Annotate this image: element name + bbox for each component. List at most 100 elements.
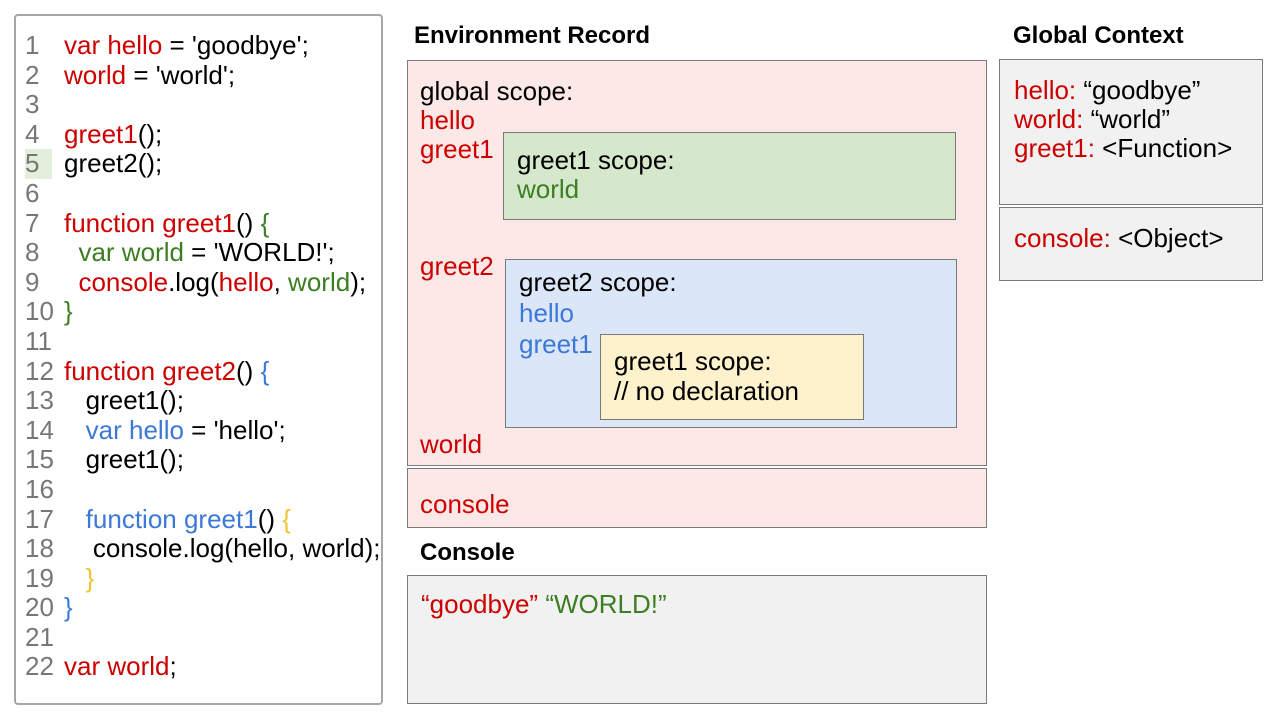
global-context-binding-line: world: “world” <box>1014 105 1232 134</box>
binding-value: <Object> <box>1110 223 1224 253</box>
code-segment: = 'goodbye'; <box>162 30 309 60</box>
global-console-row-box: console <box>407 468 987 528</box>
code-segment: “goodbye” <box>421 589 539 619</box>
code-segment: { <box>282 503 291 534</box>
line-number: 8 <box>25 237 40 268</box>
binding-name: world: <box>1014 104 1084 134</box>
binding-name: hello: <box>1014 75 1077 105</box>
code-segment <box>64 504 86 534</box>
code-segment: (); <box>137 118 163 149</box>
line-number: 11 <box>25 325 52 356</box>
line-number: 10 <box>25 296 54 327</box>
code-line: 9 console.log(hello, world); <box>16 266 381 298</box>
code-line: 3 <box>16 90 381 120</box>
code-lines: 1 var hello = 'goodbye'; 2 world = 'world';… <box>16 30 381 682</box>
code-line: 19 } <box>16 562 381 594</box>
code-line: 21 <box>16 622 381 653</box>
line-number-highlighted: 5 <box>25 149 52 179</box>
code-line: 10} <box>16 297 381 327</box>
line-number: 4 <box>25 118 40 149</box>
code-line: 4 greet1(); <box>16 118 381 150</box>
line-number: 22 <box>25 651 54 682</box>
code-segment: () <box>236 355 261 386</box>
code-segment: { <box>260 207 270 238</box>
code-segment: world <box>64 59 127 90</box>
code-segment <box>64 563 86 593</box>
code-line: 12 function greet2() { <box>16 355 381 387</box>
code-line: 22 var world; <box>16 652 381 682</box>
code-segment: { <box>260 355 270 386</box>
inner-greet1-scope-box: greet1 scope: // no declaration <box>600 334 864 420</box>
line-number: 1 <box>25 30 40 60</box>
global-context-console-binding: console: <Object> <box>1014 224 1224 253</box>
line-number: 15 <box>25 444 54 475</box>
global-scope-top-lines: global scope: hello greet1 <box>420 77 573 164</box>
code-line: 8 var world = 'WORLD!'; <box>16 237 381 268</box>
code-editor-panel: 1 var hello = 'goodbye'; 2 world = 'world';… <box>14 14 383 705</box>
greet1-scope-var-world: world <box>517 174 580 204</box>
environment-record-title: Environment Record <box>414 22 651 49</box>
greet1-scope-box: greet1 scope: world <box>503 132 956 220</box>
console-output-line: “goodbye” “WORLD!” <box>421 590 667 619</box>
global-context-binding-line: greet1: <Function> <box>1014 134 1232 163</box>
code-segment: greet1 <box>64 118 138 149</box>
code-line: 16 <box>16 473 381 505</box>
binding-value: “world” <box>1083 104 1171 134</box>
code-segment: = 'world'; <box>126 59 236 90</box>
code-segment: } <box>85 562 95 593</box>
line-number: 12 <box>25 355 54 386</box>
code-segment: var world <box>78 237 184 268</box>
inner-greet1-scope-label: greet1 scope: <box>614 346 772 376</box>
code-segment: hello <box>218 266 274 297</box>
code-segment: world <box>288 266 351 297</box>
code-segment <box>64 267 78 297</box>
code-segment <box>64 237 78 267</box>
code-segment: function greet2 <box>64 355 237 386</box>
greet1-scope-lines: greet1 scope: world <box>517 146 675 204</box>
global-var-console: console <box>420 489 510 519</box>
line-number: 7 <box>25 207 40 238</box>
code-segment: var hello <box>85 414 184 445</box>
line-number: 16 <box>25 473 54 504</box>
greet2-scope-var-greet1: greet1 <box>519 329 593 359</box>
global-context-binding-line: console: <Object> <box>1014 224 1224 253</box>
global-context-console-box: console: <Object> <box>999 207 1263 281</box>
line-number: 2 <box>25 59 40 90</box>
greet1-scope-label: greet1 scope: <box>517 145 675 175</box>
code-segment: greet1(); <box>64 444 184 475</box>
code-segment <box>64 415 86 445</box>
global-var-hello: hello <box>420 105 475 135</box>
code-segment: ; <box>169 651 177 682</box>
global-context-title: Global Context <box>1013 22 1184 49</box>
global-context-bindings: hello: “goodbye”world: “world”greet1: <F… <box>1014 76 1232 163</box>
global-var-greet1: greet1 <box>420 134 494 164</box>
line-number: 3 <box>25 89 40 120</box>
code-line: 11 <box>16 325 381 357</box>
code-line: 2 world = 'world'; <box>16 59 381 91</box>
code-line: 15 greet1(); <box>16 445 381 475</box>
line-number: 18 <box>25 533 54 564</box>
code-line: 18 console.log(hello, world); <box>16 533 381 564</box>
inner-greet1-scope-lines: greet1 scope: // no declaration <box>614 346 799 406</box>
console-title: Console <box>420 539 515 566</box>
line-number: 14 <box>25 414 54 445</box>
line-number: 9 <box>25 266 40 297</box>
code-segment: var hello <box>64 30 163 60</box>
global-scope-box: global scope: hello greet1 greet2 world … <box>407 60 987 466</box>
code-segment: = 'hello'; <box>183 414 286 445</box>
code-segment: console <box>78 266 169 297</box>
line-number: 19 <box>25 562 54 593</box>
code-segment: “WORLD!” <box>545 589 667 619</box>
code-segment: } <box>64 296 73 327</box>
code-line: 13 greet1(); <box>16 385 381 416</box>
greet2-scope-box: greet2 scope: hello greet1 greet1 scope:… <box>505 259 957 428</box>
code-segment: function greet1 <box>64 207 237 238</box>
code-line: 17 function greet1() { <box>16 503 381 535</box>
code-segment: var world <box>64 651 170 682</box>
binding-name: greet1: <box>1014 133 1095 163</box>
greet2-scope-label: greet2 scope: <box>519 267 677 297</box>
code-line: 20} <box>16 592 381 623</box>
code-line: 1 var hello = 'goodbye'; <box>16 30 381 61</box>
